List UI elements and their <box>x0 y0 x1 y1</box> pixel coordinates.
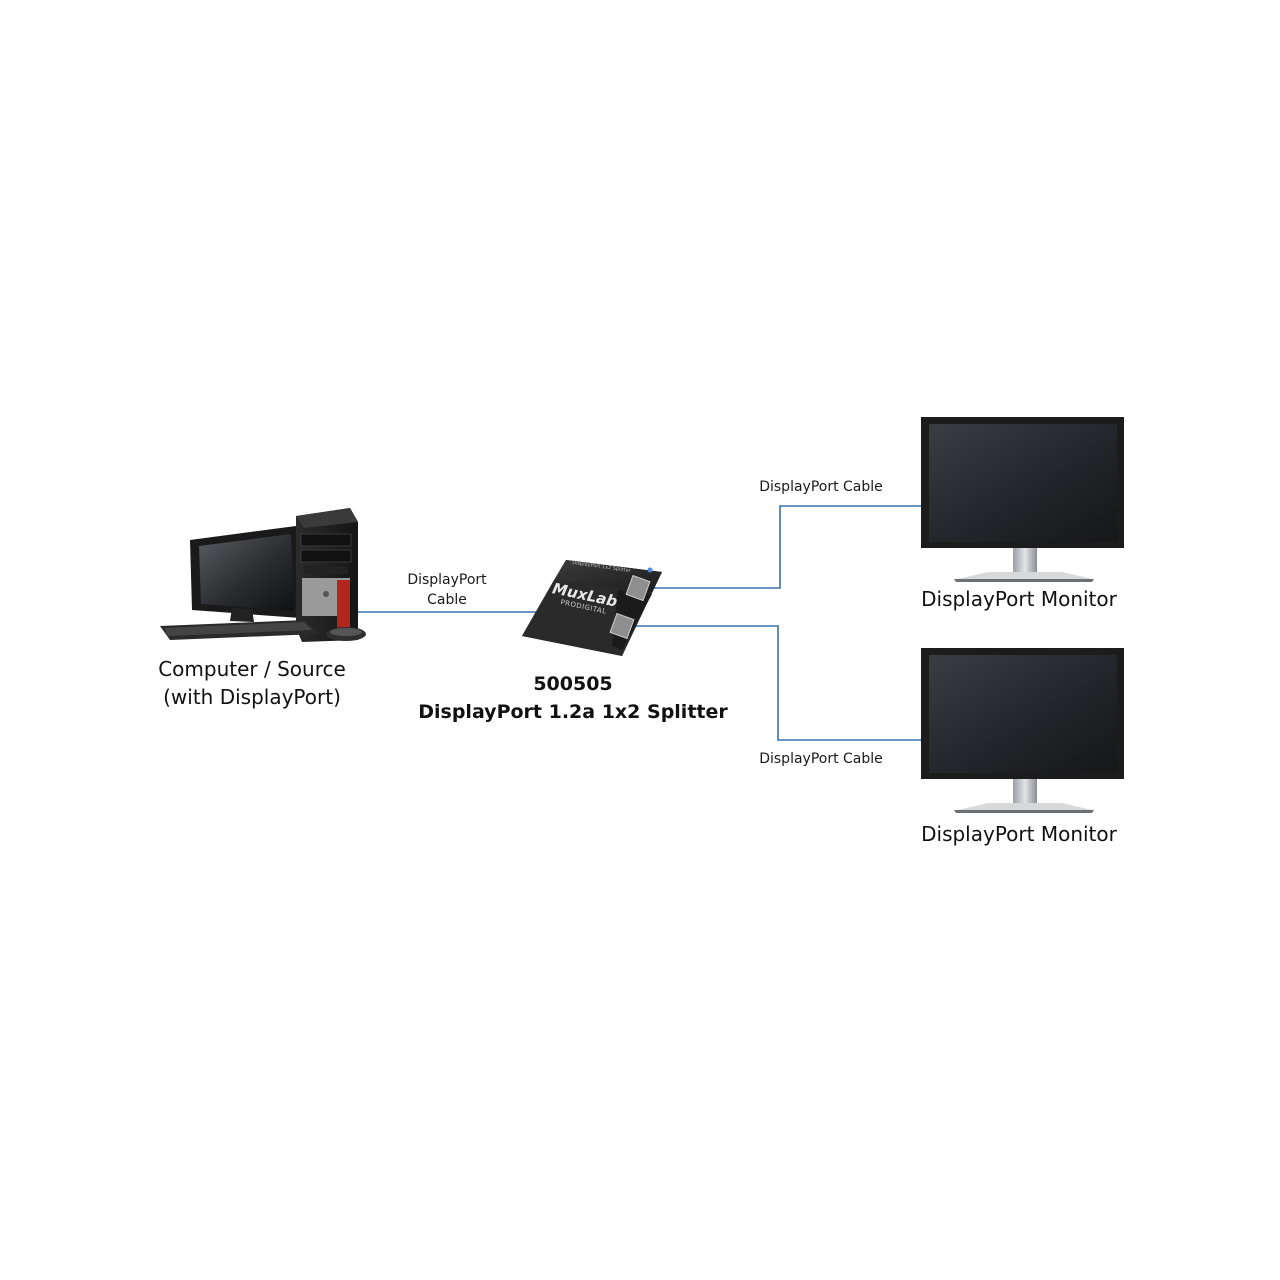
cable-source-label-line2: Cable <box>427 592 467 608</box>
cable-top-label: DisplayPort Cable <box>759 479 883 495</box>
splitter-model-label: 500505 <box>533 673 613 695</box>
cable-source-label-line1: DisplayPort <box>407 572 487 588</box>
monitor-top-label: DisplayPort Monitor <box>921 587 1117 611</box>
cable-bottom-label: DisplayPort Cable <box>759 751 883 767</box>
cable-splitter-to-top-monitor <box>652 505 922 589</box>
source-label-line2: (with DisplayPort) <box>163 685 341 709</box>
source-label-line1: Computer / Source <box>158 657 346 681</box>
computer-icon <box>160 508 366 642</box>
monitor-bottom-label: DisplayPort Monitor <box>921 822 1117 846</box>
monitor-bottom-icon <box>921 648 1124 813</box>
cable-splitter-to-bottom-monitor <box>632 625 922 741</box>
splitter-name-label: DisplayPort 1.2a 1x2 Splitter <box>418 701 728 723</box>
monitor-top-icon <box>921 417 1124 582</box>
splitter-icon <box>522 560 662 656</box>
